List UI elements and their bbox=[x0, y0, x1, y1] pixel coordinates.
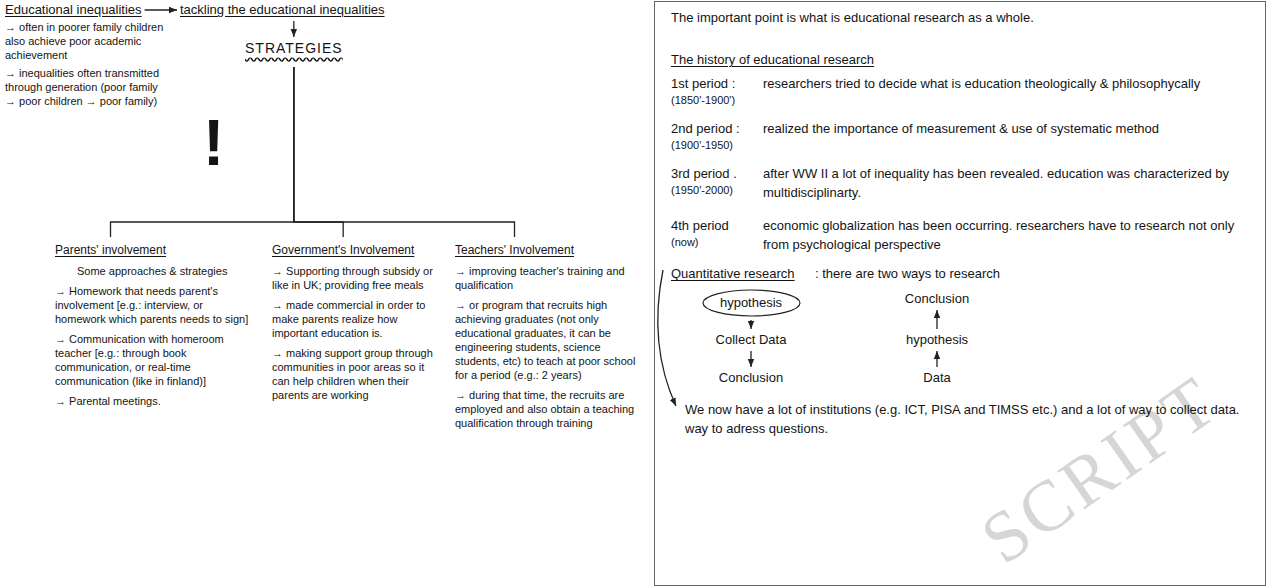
note-text: researchers tried to decide what is educ… bbox=[763, 74, 1253, 93]
oval-outline bbox=[703, 290, 800, 316]
note-text: realized the importance of measurement &… bbox=[763, 119, 1253, 138]
note-text: 3rd period . bbox=[671, 164, 737, 183]
note-text: (1900'-1950) bbox=[671, 138, 733, 152]
note-text: 2nd period : bbox=[671, 119, 740, 138]
step-text: Conclusion bbox=[719, 370, 783, 386]
note-text: Quantitative research bbox=[671, 264, 795, 283]
connector bbox=[936, 310, 937, 329]
step-text: Collect Data bbox=[716, 332, 787, 348]
connector bbox=[750, 351, 751, 367]
text-slot: after WW II a lot of inequality has been… bbox=[763, 164, 1253, 202]
note-text: We now have a lot of institutions (e.g. … bbox=[685, 400, 1245, 438]
text-slot: We now have a lot of institutions (e.g. … bbox=[685, 400, 1245, 438]
text-slot: (1900'-1950) bbox=[671, 138, 733, 152]
node-heading: STRATEGIES bbox=[245, 40, 343, 64]
watermark: SCRIPT bbox=[966, 359, 1233, 581]
text-slot: 1st period : bbox=[671, 74, 735, 93]
node-body: → Parental meetings. bbox=[55, 394, 255, 408]
curved-pointer bbox=[658, 270, 676, 406]
node-body: → made commercial in order to make paren… bbox=[272, 298, 437, 340]
text-slot: 4th period bbox=[671, 216, 729, 235]
node-body: Some approaches & strategies bbox=[55, 264, 255, 278]
node-heading: hypothesis bbox=[906, 332, 968, 348]
text-slot: The history of educational research bbox=[671, 50, 874, 69]
node-heading: hypothesis bbox=[720, 295, 782, 311]
note-text: The history of educational research bbox=[671, 50, 874, 69]
notes-panel: hypothesisCollect DataConclusionConclusi… bbox=[654, 1, 1266, 586]
label-slot: → often in poorer family children also a… bbox=[5, 20, 165, 62]
text-slot: : there are two ways to research bbox=[815, 264, 1000, 283]
strategies-heading: STRATEGIES bbox=[245, 40, 343, 64]
node-heading: Conclusion bbox=[719, 370, 783, 386]
text-slot: Quantitative research bbox=[671, 264, 795, 283]
branch-column: Government's Involvement → Supporting thr… bbox=[272, 240, 437, 402]
text-slot: (1950'-2000) bbox=[671, 183, 733, 197]
connector bbox=[294, 67, 343, 237]
node-heading: Teachers' Involvement bbox=[455, 243, 574, 258]
label-slot: SCRIPT bbox=[1100, 470, 1268, 553]
note-text: The important point is what is education… bbox=[671, 8, 1071, 27]
note-text: after WW II a lot of inequality has been… bbox=[763, 164, 1253, 202]
label-slot: ! bbox=[203, 110, 224, 176]
connector bbox=[294, 67, 515, 237]
node-heading: Educational inequalities bbox=[5, 2, 142, 18]
connector bbox=[293, 21, 294, 37]
text-slot: (now) bbox=[671, 235, 699, 249]
node-heading: Collect Data bbox=[716, 332, 787, 348]
text-slot: (1850'-1900') bbox=[671, 93, 735, 107]
note-text: (1950'-2000) bbox=[671, 183, 733, 197]
node-body: → Homework that needs parent's involveme… bbox=[55, 284, 255, 326]
branch-column: Teachers' Involvement → improving teacher… bbox=[455, 240, 643, 430]
connector bbox=[936, 351, 937, 367]
node-body: → improving teacher's training and quali… bbox=[455, 264, 643, 292]
connector bbox=[750, 320, 751, 329]
note-text: 1st period : bbox=[671, 74, 735, 93]
text-slot: researchers tried to decide what is educ… bbox=[763, 74, 1253, 93]
step-text: Data bbox=[923, 370, 950, 386]
node-heading: Conclusion bbox=[905, 291, 969, 307]
note-text: 4th period bbox=[671, 216, 729, 235]
connector bbox=[145, 9, 177, 10]
node-heading: Data bbox=[923, 370, 950, 386]
node-body: → making support group through communiti… bbox=[272, 346, 437, 402]
note-text: economic globalization has been occurrin… bbox=[763, 216, 1253, 254]
topic-heading: Educational inequalities bbox=[5, 2, 142, 18]
note-text: → inequalities often transmitted through… bbox=[5, 66, 165, 108]
note-text: (now) bbox=[671, 235, 699, 249]
note-text: (1850'-1900') bbox=[671, 93, 735, 107]
step-text: hypothesis bbox=[906, 332, 968, 348]
topic-heading: tackling the educational inequalities bbox=[180, 2, 385, 18]
node-heading: Parents' involvement bbox=[55, 243, 166, 258]
step-text: Conclusion bbox=[905, 291, 969, 307]
note-text: : there are two ways to research bbox=[815, 264, 1000, 283]
text-slot: The important point is what is education… bbox=[671, 8, 1071, 27]
node-heading: Government's Involvement bbox=[272, 243, 414, 258]
circled-term: hypothesis bbox=[702, 289, 801, 317]
text-slot: economic globalization has been occurrin… bbox=[763, 216, 1253, 254]
node-body: → during that time, the recruits are emp… bbox=[455, 388, 643, 430]
label-slot: → inequalities often transmitted through… bbox=[5, 66, 165, 108]
node-body: → Communication with homeroom teacher [e… bbox=[55, 332, 255, 388]
text-slot: 2nd period : bbox=[671, 119, 740, 138]
node-body: → Supporting through subsidy or like in … bbox=[272, 264, 437, 292]
node-body: → or program that recruits high achievin… bbox=[455, 298, 643, 382]
branch-column: Parents' involvementSome approaches & st… bbox=[55, 240, 255, 408]
node-heading: tackling the educational inequalities bbox=[180, 2, 385, 18]
text-slot: 3rd period . bbox=[671, 164, 737, 183]
exclamation-mark: ! bbox=[203, 110, 224, 176]
note-text: → often in poorer family children also a… bbox=[5, 20, 165, 62]
text-slot: realized the importance of measurement &… bbox=[763, 119, 1253, 138]
